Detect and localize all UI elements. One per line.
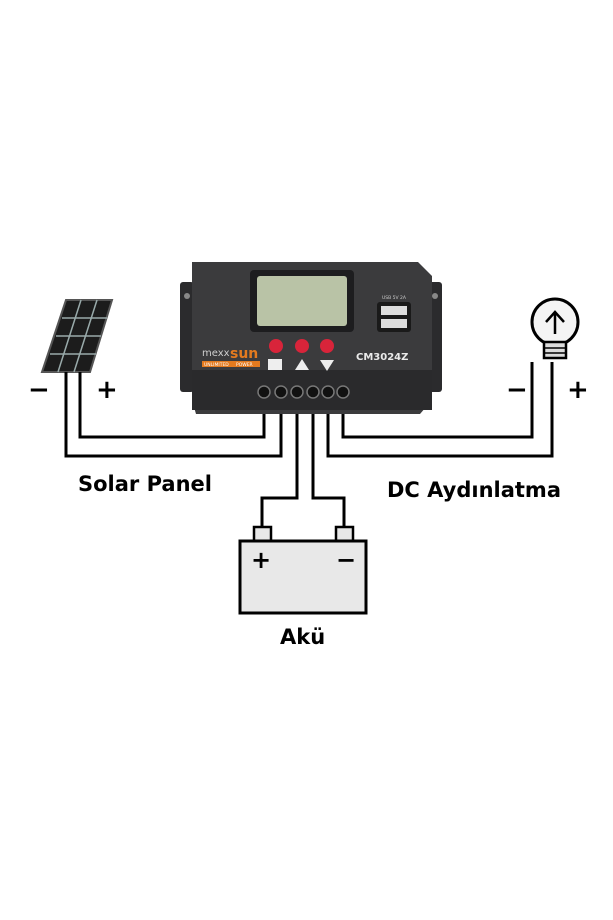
menu-icon <box>268 359 282 370</box>
brand-left: mexx <box>202 348 230 359</box>
brand-right: sun <box>230 346 258 362</box>
usb-label: USB 5V 2A <box>382 295 407 301</box>
solar-panel-label: Solar Panel <box>78 472 212 496</box>
wires <box>64 362 554 528</box>
up-button <box>295 339 309 353</box>
load-plus-sign: + <box>567 375 589 405</box>
down-button <box>320 339 334 353</box>
battery-icon <box>238 525 368 615</box>
up-icon <box>295 359 309 370</box>
lighting-label: DC Aydınlatma <box>387 478 561 502</box>
model-label: CM3024Z <box>356 352 408 363</box>
solar-plus-sign: + <box>96 375 118 405</box>
solar-panel-icon <box>40 299 114 400</box>
terminals <box>257 385 350 399</box>
tagline-left: UNLIMITED <box>204 362 229 368</box>
load-minus-sign: − <box>506 375 528 405</box>
down-icon <box>320 360 334 371</box>
light-bulb-icon <box>530 297 580 360</box>
battery-label: Akü <box>280 625 325 649</box>
battery-plus-sign: + <box>251 546 271 574</box>
tagline-right: POWER <box>236 362 253 368</box>
solar-minus-sign: − <box>28 375 50 405</box>
charge-controller: USB 5V 2A mexx sun UNLIMITED POWER CM302… <box>180 262 442 414</box>
menu-button <box>269 339 283 353</box>
battery-minus-sign: − <box>336 546 356 574</box>
lcd-screen <box>257 276 347 326</box>
